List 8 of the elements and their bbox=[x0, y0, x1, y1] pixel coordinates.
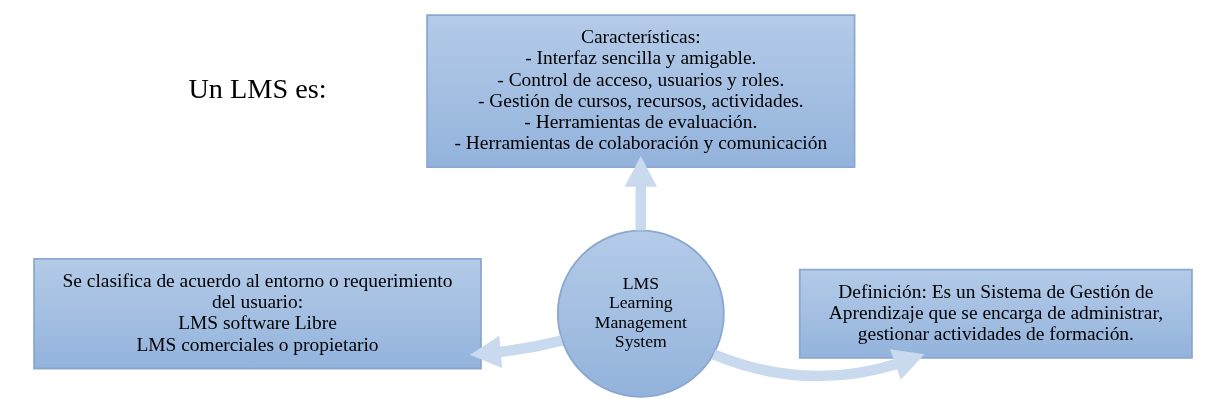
node-box: Definición: Es un Sistema de Gestión de Aprendizaje que se encarga de administrar, gestionar actividades de formación. bbox=[798, 268, 1193, 359]
node-box: Características: - Interfaz sencilla y amigable. - Control de acceso, usuarios y roles. - Gestión de cursos, recursos, actividades. - Herramientas de evaluación. - Herramientas de colaboración y comunicación bbox=[425, 14, 855, 169]
arrow bbox=[624, 155, 657, 231]
node-circle: LMS Learning Management System bbox=[556, 229, 725, 398]
arrow bbox=[711, 349, 924, 382]
arrow bbox=[469, 335, 563, 369]
label: Un LMS es: bbox=[187, 72, 327, 104]
node-box: Se clasifica de acuerdo al entorno o requerimiento del usuario: LMS software Libre LMS comerciales o propietario bbox=[32, 258, 482, 370]
